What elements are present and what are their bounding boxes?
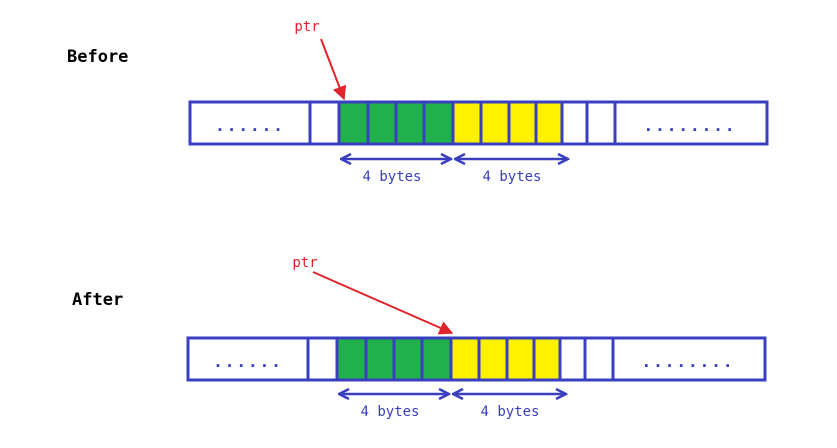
after-span-indicators: 4 bytes 4 bytes <box>339 394 566 420</box>
before-cell-blank-1 <box>308 100 341 146</box>
after-cell-yellow-3 <box>505 336 536 382</box>
before-span-left-label: 4 bytes <box>362 169 421 185</box>
after-cell-right-ellipsis <box>611 336 767 382</box>
after-right-ellipsis-text: ........ <box>641 352 734 371</box>
after-cell-blank-2 <box>558 336 587 382</box>
after-left-ellipsis-text: ...... <box>213 352 283 371</box>
before-span-right-label: 4 bytes <box>482 169 541 185</box>
after-cell-green-4 <box>420 336 453 382</box>
after-cell-yellow-1 <box>449 336 481 382</box>
after-cell-green-3 <box>392 336 424 382</box>
before-cell-left-ellipsis <box>188 100 312 146</box>
after-memory-strip: ...... ........ <box>186 336 767 382</box>
before-cell-blank-3 <box>585 100 617 146</box>
before-label: Before <box>67 47 128 67</box>
after-cell-blank-3 <box>583 336 615 382</box>
after-cell-yellow-2 <box>477 336 509 382</box>
after-span-left-label: 4 bytes <box>360 404 419 420</box>
after-pointer: ptr <box>292 255 454 335</box>
before-panel: Before ...... ........ 4 bytes 4 bytes <box>67 19 769 185</box>
after-span-right-label: 4 bytes <box>480 404 539 420</box>
before-cell-yellow-4 <box>534 100 564 146</box>
before-right-ellipsis-text: ........ <box>643 116 736 135</box>
after-pointer-label: ptr <box>292 255 317 271</box>
after-cell-left-ellipsis <box>186 336 310 382</box>
before-span-indicators: 4 bytes 4 bytes <box>341 159 568 185</box>
before-cell-right-ellipsis <box>613 100 769 146</box>
before-cell-yellow-2 <box>479 100 511 146</box>
after-cell-green-2 <box>364 336 396 382</box>
before-memory-strip: ...... ........ <box>188 100 769 146</box>
before-cell-green-1 <box>337 100 370 146</box>
before-pointer-arrow <box>320 38 347 101</box>
after-panel: After ...... ........ 4 bytes 4 bytes <box>72 255 767 420</box>
after-label: After <box>72 290 123 310</box>
before-cell-green-3 <box>394 100 426 146</box>
before-pointer-label: ptr <box>294 19 319 35</box>
after-cell-blank-1 <box>306 336 339 382</box>
before-pointer: ptr <box>294 19 347 101</box>
after-pointer-arrow <box>312 271 454 335</box>
before-cell-green-4 <box>422 100 455 146</box>
before-cell-green-2 <box>366 100 398 146</box>
before-cell-yellow-1 <box>451 100 483 146</box>
after-cell-green-1 <box>335 336 368 382</box>
before-cell-blank-2 <box>560 100 589 146</box>
after-cell-yellow-4 <box>532 336 562 382</box>
before-left-ellipsis-text: ...... <box>215 116 285 135</box>
before-cell-yellow-3 <box>507 100 538 146</box>
